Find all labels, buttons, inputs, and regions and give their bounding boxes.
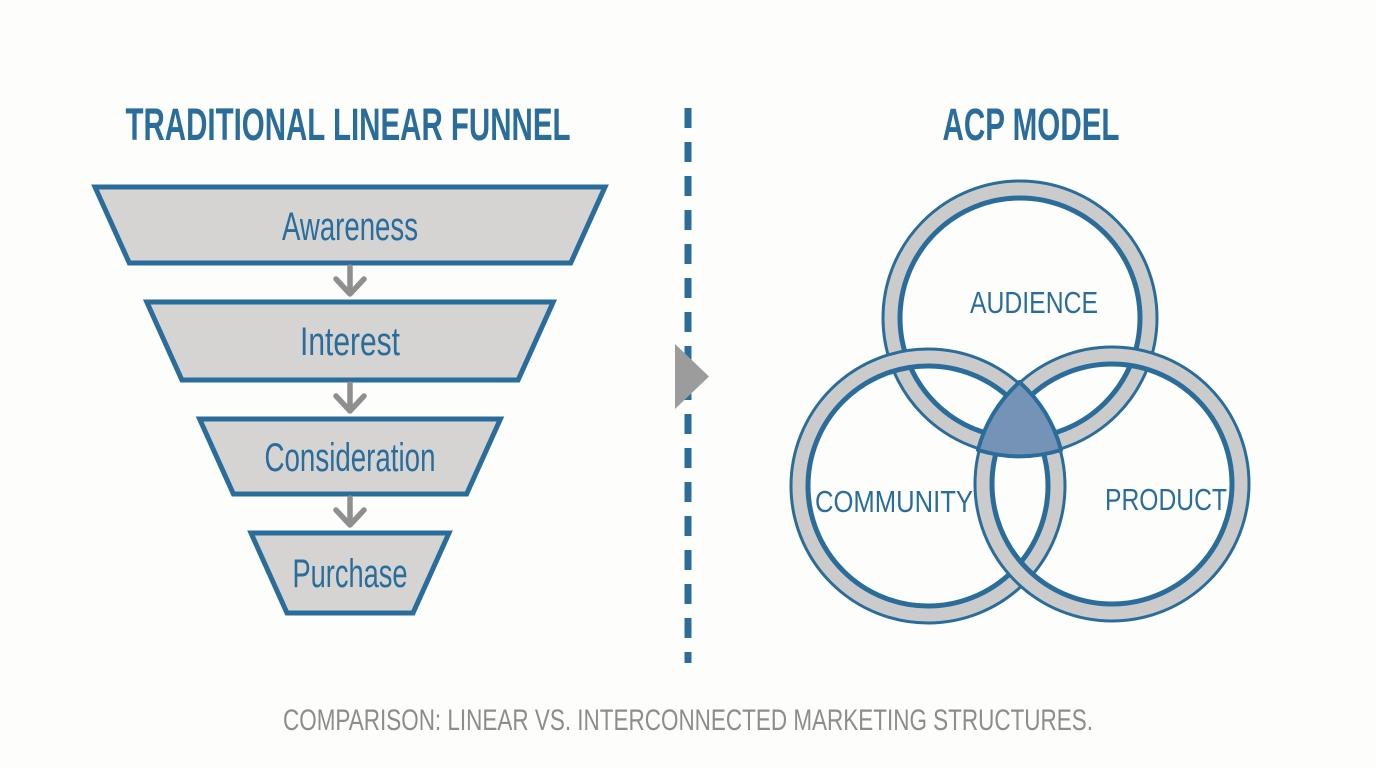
caption: COMPARISON: LINEAR VS. INTERCONNECTED MA… — [283, 704, 1093, 737]
down-arrow-head — [333, 276, 367, 297]
funnel-stage-interest-shape — [142, 299, 558, 383]
funnel-panel: TRADITIONAL LINEAR FUNNEL Awareness Inte… — [91, 99, 609, 616]
venn-circle-product — [973, 345, 1251, 623]
funnel-stage-awareness: Awareness — [91, 184, 609, 266]
product-ring-inner-edge — [989, 361, 1235, 607]
funnel-stage-consideration-label: Consideration — [265, 436, 436, 480]
venn-circle-community — [789, 347, 1067, 625]
left-panel-title: TRADITIONAL LINEAR FUNNEL — [126, 99, 571, 150]
down-arrow-head — [333, 507, 367, 528]
funnel-stage-awareness-shape — [91, 184, 609, 266]
venn-center-intersection — [976, 380, 1063, 459]
community-ring-outer-edge — [789, 347, 1067, 625]
funnel-stage-consideration: Consideration — [195, 416, 505, 497]
transition-arrow-icon — [675, 344, 709, 409]
funnel-stage-interest-label: Interest — [300, 320, 400, 364]
down-arrow-icon — [333, 495, 367, 528]
community-ring-inner-edge — [805, 363, 1051, 609]
funnel-stage-interest: Interest — [142, 299, 558, 383]
down-arrow-icon — [333, 381, 367, 414]
product-ring-band — [976, 348, 1248, 620]
venn-label-community: COMMUNITY — [815, 484, 973, 519]
down-arrow-icon — [333, 264, 367, 297]
funnel-stage-purchase: Purchase — [247, 530, 453, 616]
venn-label-product: PRODUCT — [1105, 482, 1227, 517]
funnel-stage-purchase-shape — [247, 530, 453, 616]
product-ring-outer-edge — [973, 345, 1251, 623]
funnel-stage-awareness-label: Awareness — [282, 205, 418, 249]
venn-label-audience: AUDIENCE — [970, 285, 1098, 320]
divider — [675, 108, 709, 663]
down-arrow-head — [333, 393, 367, 414]
funnel-stage-consideration-shape — [195, 416, 505, 497]
funnel-stage-purchase-label: Purchase — [293, 552, 408, 596]
right-panel-title: ACP MODEL — [943, 99, 1120, 150]
acp-panel: ACP MODEL AUDIENCE — [789, 99, 1251, 625]
community-ring-band — [792, 350, 1064, 622]
